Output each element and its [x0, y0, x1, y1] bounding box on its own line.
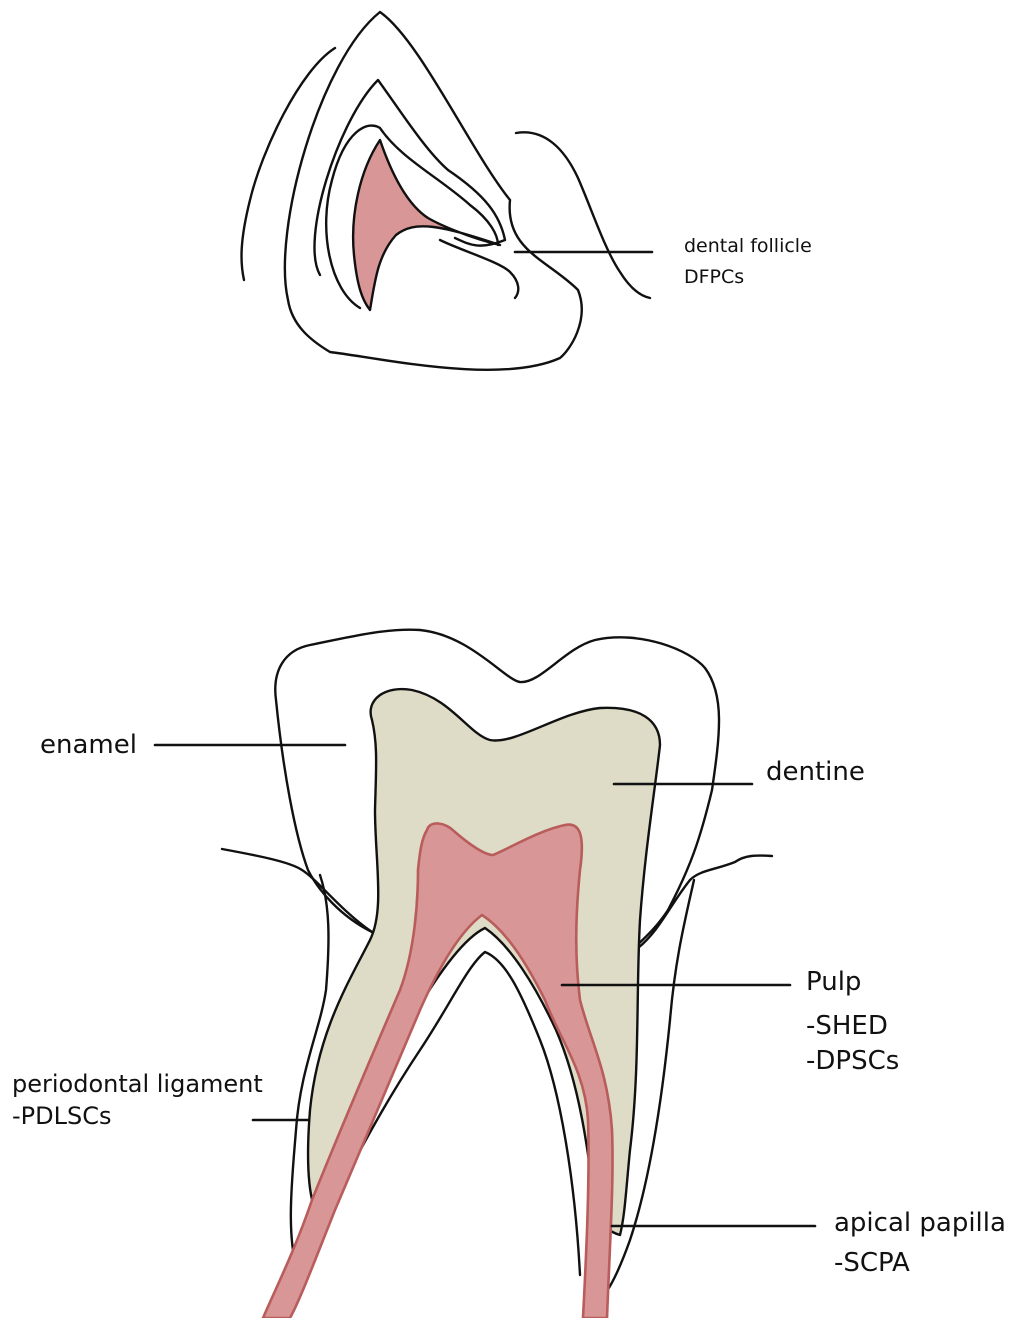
label-apical-papilla: apical papilla: [834, 1205, 1006, 1241]
label-pulp: Pulp: [806, 964, 861, 1000]
enamel-organ-layer: [314, 80, 505, 275]
label-pdlscs: -PDLSCs: [12, 1100, 111, 1132]
mature-molar: [222, 630, 772, 1318]
dental-follicle-outer-right: [516, 132, 650, 298]
label-scpa: -SCPA: [834, 1245, 910, 1281]
label-dentine: dentine: [766, 754, 865, 790]
label-dpscs: -DPSCs: [806, 1043, 899, 1079]
dental-follicle-outer-left: [242, 48, 335, 280]
label-periodontal-ligament: periodontal ligament: [12, 1068, 263, 1100]
dental-papilla-pulp: [353, 140, 500, 310]
label-enamel: enamel: [40, 727, 137, 763]
gingiva-right: [638, 856, 772, 948]
label-dfpcs: DFPCs: [684, 262, 744, 292]
tooth-germ-inner-right: [440, 240, 518, 298]
developing-tooth-bud: [242, 12, 650, 370]
label-dental-follicle: dental follicle: [684, 231, 812, 261]
label-shed: -SHED: [806, 1008, 888, 1044]
